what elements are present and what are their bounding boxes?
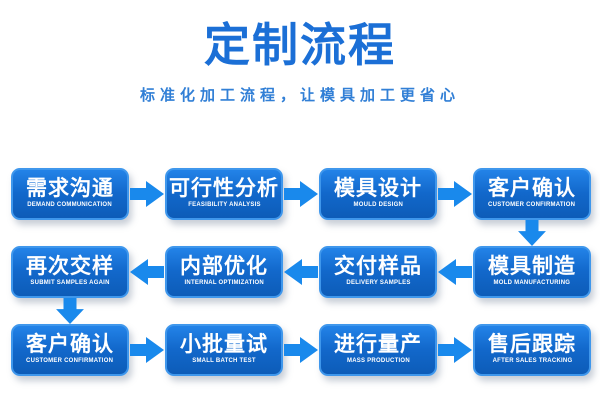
flow-step-mould-design: 模具设计 MOULD DESIGN	[319, 168, 437, 220]
step-label-en: DEMAND COMMUNICATION	[27, 200, 113, 208]
arrow-right-icon	[438, 337, 472, 363]
arrow-right-icon	[130, 337, 164, 363]
step-label-en: SMALL BATCH TEST	[192, 356, 256, 364]
step-label-en: CUSTOMER CONFIRMATION	[26, 356, 114, 364]
flow-step-customer-confirmation-2: 客户确认 CUSTOMER CONFIRMATION	[11, 324, 129, 376]
flow-step-mass-production: 进行量产 MASS PRODUCTION	[319, 324, 437, 376]
step-label-en: AFTER SALES TRACKING	[492, 356, 572, 364]
arrow-down-icon	[517, 220, 547, 246]
step-label-zh: 内部优化	[180, 254, 268, 278]
flow-step-submit-samples-again: 再次交样 SUBMIT SAMPLES AGAIN	[11, 246, 129, 298]
step-label-en: FEASIBILITY ANALYSIS	[187, 200, 261, 208]
arrow-right-icon	[130, 181, 164, 207]
process-flowchart: 需求沟通 DEMAND COMMUNICATION 可行性分析 FEASIBIL…	[11, 168, 591, 376]
step-label-en: CUSTOMER CONFIRMATION	[488, 200, 576, 208]
flow-step-feasibility-analysis: 可行性分析 FEASIBILITY ANALYSIS	[165, 168, 283, 220]
flow-step-mold-manufacturing: 模具制造 MOLD MANUFACTURING	[473, 246, 591, 298]
arrow-right-icon	[438, 181, 472, 207]
arrow-left-icon	[284, 259, 318, 285]
arrow-left-icon	[438, 259, 472, 285]
flow-step-demand-communication: 需求沟通 DEMAND COMMUNICATION	[11, 168, 129, 220]
flow-step-after-sales-tracking: 售后跟踪 AFTER SALES TRACKING	[473, 324, 591, 376]
step-label-zh: 模具设计	[334, 176, 422, 200]
step-label-zh: 模具制造	[488, 254, 576, 278]
step-label-zh: 需求沟通	[26, 176, 114, 200]
step-label-zh: 售后跟踪	[488, 332, 576, 356]
page-subtitle: 标准化加工流程，让模具加工更省心	[139, 87, 460, 104]
step-label-en: DELIVERY SAMPLES	[345, 278, 411, 286]
step-label-en: MASS PRODUCTION	[346, 356, 410, 364]
step-label-zh: 再次交样	[26, 254, 114, 278]
flow-step-internal-optimization: 内部优化 INTERNAL OPTIMIZATION	[165, 246, 283, 298]
arrow-right-icon	[284, 181, 318, 207]
arrow-down-icon	[55, 298, 85, 324]
step-label-en: MOULD DESIGN	[353, 200, 403, 208]
step-label-zh: 客户确认	[488, 176, 576, 200]
arrow-right-icon	[284, 337, 318, 363]
page-title: 定制流程	[204, 19, 396, 71]
flow-step-small-batch-test: 小批量试 SMALL BATCH TEST	[165, 324, 283, 376]
step-label-zh: 进行量产	[334, 332, 422, 356]
flow-step-delivery-samples: 交付样品 DELIVERY SAMPLES	[319, 246, 437, 298]
flow-step-customer-confirmation-1: 客户确认 CUSTOMER CONFIRMATION	[473, 168, 591, 220]
step-label-zh: 可行性分析	[169, 176, 279, 200]
step-label-zh: 交付样品	[334, 254, 422, 278]
arrow-left-icon	[130, 259, 164, 285]
step-label-zh: 客户确认	[26, 332, 114, 356]
header: 定制流程 标准化加工流程，让模具加工更省心	[0, 0, 600, 104]
step-label-en: SUBMIT SAMPLES AGAIN	[30, 278, 110, 286]
step-label-en: INTERNAL OPTIMIZATION	[184, 278, 264, 286]
step-label-en: MOLD MANUFACTURING	[493, 278, 571, 286]
step-label-zh: 小批量试	[180, 332, 268, 356]
